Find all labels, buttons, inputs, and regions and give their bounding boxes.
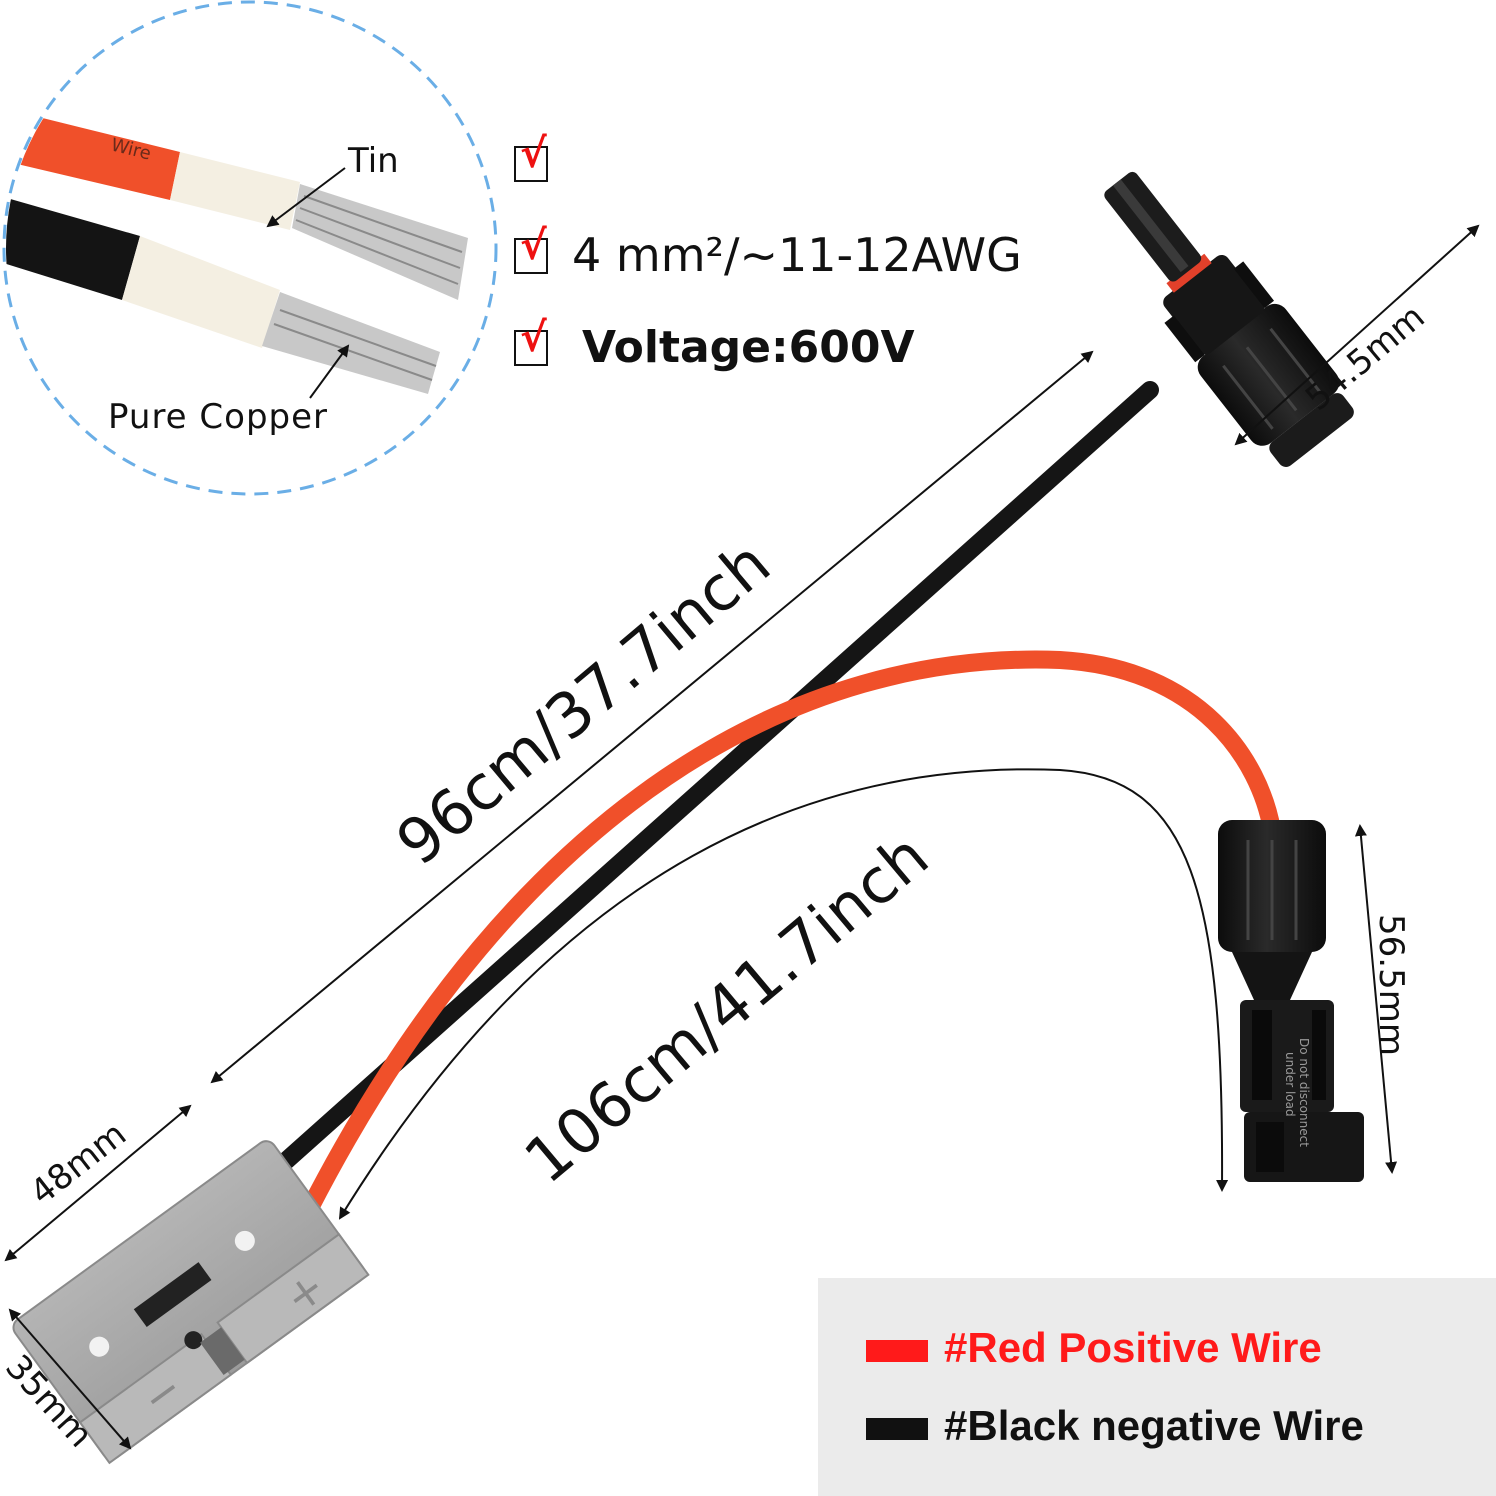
tin-pointer-line [266,167,346,228]
copper-label: Pure Copper [108,397,328,437]
inset-red-wire: Wire [6,110,468,300]
black-swatch [866,1418,928,1440]
mc4-male-dim-arrow [1234,224,1480,446]
check-mark-icon: √ [520,315,547,361]
spec-item-voltage: Voltage:600V [582,322,915,373]
black-length-label: 96cm/37.7inch [383,526,784,879]
connector-warning-line2: under load [1283,1052,1297,1117]
spec-item-wire-gauge: 4 mm²/~11-12AWG [572,228,1022,282]
check-box-3: √ [514,318,548,366]
black-length-arrow [210,350,1094,1084]
connector-warning-line1: Do not disconnect [1297,1038,1311,1147]
mc4-female-dim-arrow [1354,824,1398,1174]
check-box-1: √ [514,134,548,182]
mc4-female-connector: Do not disconnect under load [1218,820,1364,1182]
check-box-2: √ [514,226,548,274]
tin-label: Tin [347,141,399,181]
red-length-label: 106cm/41.7inch [511,819,942,1197]
red-swatch [866,1340,928,1362]
check-mark-icon: √ [520,223,547,269]
mc4-female-length-label: 56.5mm [1371,914,1411,1056]
wire-legend: #Red Positive Wire #Black negative Wire [818,1278,1496,1496]
red-length-arrow [338,768,1229,1220]
red-legend-label: #Red Positive Wire [944,1324,1322,1371]
anderson-width-dim-arrow [4,1104,192,1262]
check-mark-icon: √ [520,131,547,177]
wire-inset: Wire Tin Pure Copper [2,0,498,496]
anderson-height-dim-arrow [8,1308,132,1450]
black-legend-label: #Black negative Wire [944,1402,1364,1449]
